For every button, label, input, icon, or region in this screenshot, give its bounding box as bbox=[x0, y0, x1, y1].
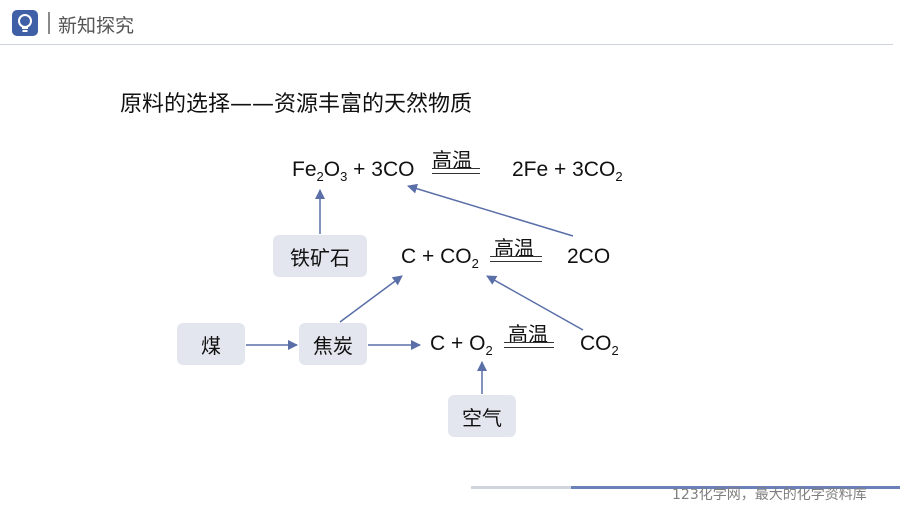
equation-2-left: C + CO2 bbox=[401, 245, 479, 271]
equation-2-right: 2CO bbox=[567, 245, 611, 268]
equation-1-equals bbox=[432, 168, 480, 174]
footer-line-light bbox=[471, 486, 571, 489]
lightbulb-icon bbox=[12, 10, 38, 36]
coke-box: 焦炭 bbox=[299, 323, 367, 365]
equation-3-right: CO2 bbox=[580, 332, 619, 358]
header-divider bbox=[0, 44, 893, 45]
section-title: 原料的选择——资源丰富的天然物质 bbox=[120, 92, 473, 117]
footer-line-dark bbox=[571, 486, 900, 489]
equation-1-left: Fe2O3 + 3CO bbox=[292, 158, 415, 184]
equation-3-equals bbox=[504, 342, 554, 348]
arrow-co2-to-co2 bbox=[486, 275, 584, 331]
iron-ore-box: 铁矿石 bbox=[273, 235, 367, 277]
arrow-2co-to-3co bbox=[407, 183, 574, 237]
air-box: 空气 bbox=[448, 395, 516, 437]
equation-2-equals bbox=[490, 256, 542, 262]
equation-1-right: 2Fe + 3CO2 bbox=[512, 158, 623, 184]
coal-box: 煤 bbox=[177, 323, 245, 365]
header-separator bbox=[48, 12, 50, 34]
equation-3-left: C + O2 bbox=[430, 332, 493, 358]
arrow-coke-to-c bbox=[339, 275, 403, 323]
header-title: 新知探究 bbox=[58, 15, 135, 37]
watermark-text: 123化学网，最大的化学资料库 bbox=[672, 487, 867, 503]
